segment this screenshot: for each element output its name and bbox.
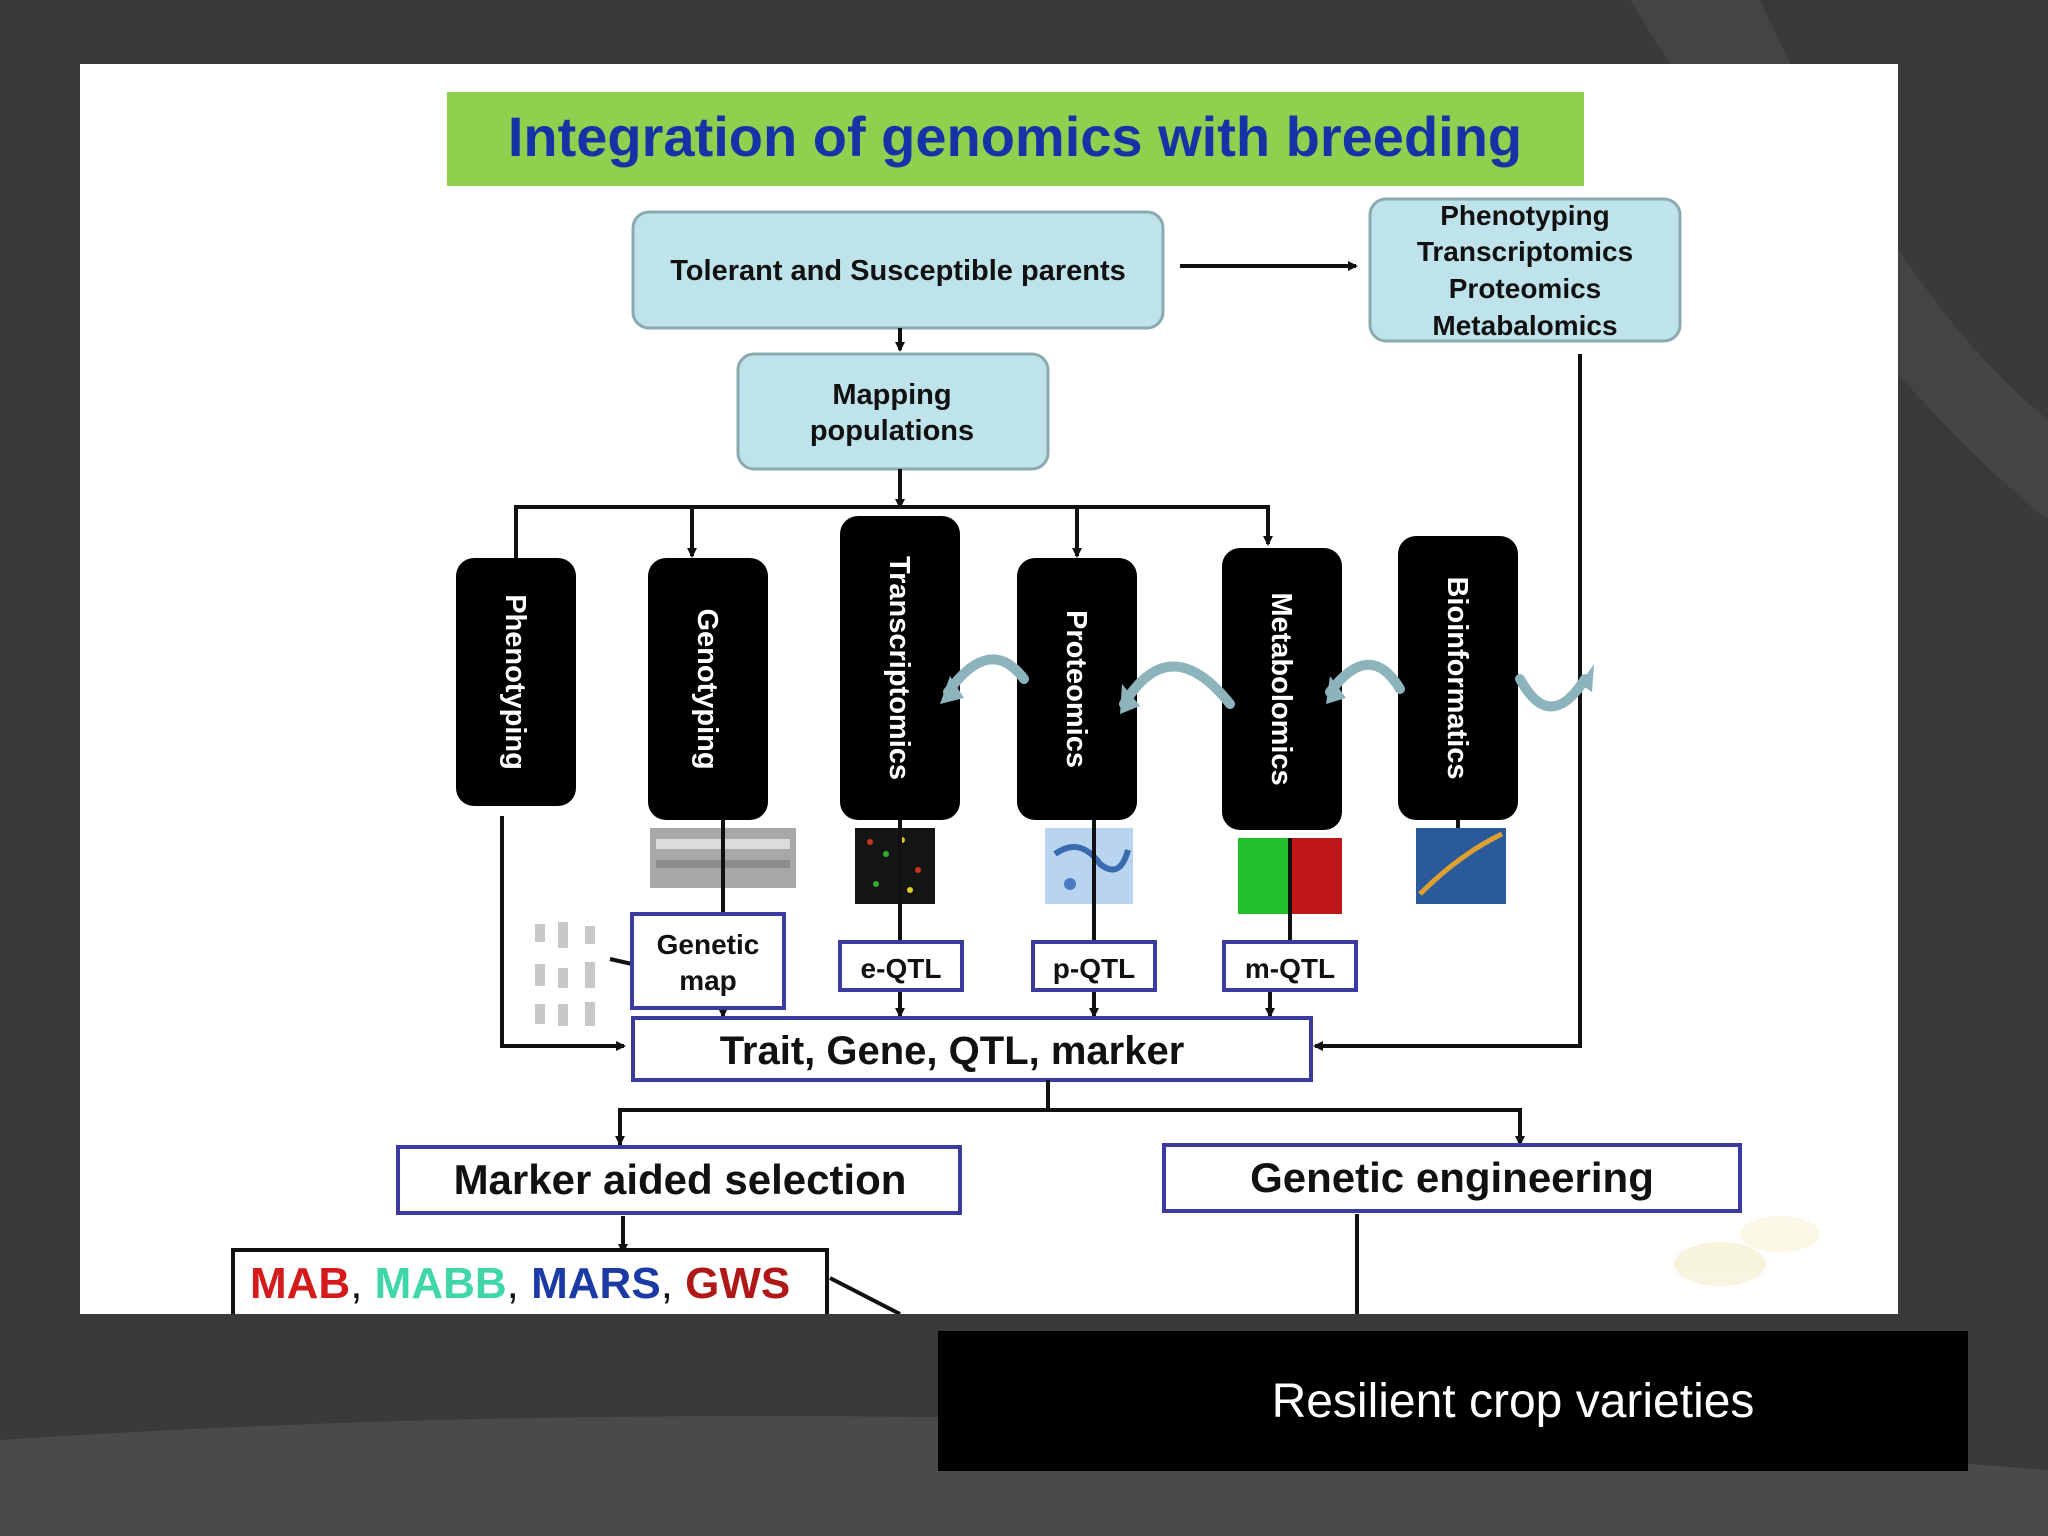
mqtl-label: m-QTL — [1245, 953, 1335, 984]
mas-box — [396, 1145, 962, 1215]
mapping-box — [736, 352, 1050, 471]
genetic-map-box — [630, 912, 786, 1010]
marker-bands-image — [535, 922, 595, 1026]
method-mabb: MABB — [375, 1259, 507, 1308]
column-label-bioinformatics: Bioinformatics — [1441, 576, 1473, 779]
pqtl-label: p-QTL — [1053, 953, 1135, 984]
mid-connectors — [500, 816, 1460, 1051]
slide-panel: Integration of genomics with breeding To… — [80, 64, 1898, 1314]
caption-box: Resilient crop varieties — [938, 1331, 1968, 1471]
mapping-line-2: populations — [810, 415, 974, 447]
methods-label: MAB, MABB, MARS, GWS — [250, 1259, 790, 1308]
title-banner — [447, 92, 1584, 186]
grain-illustration — [1674, 1216, 1820, 1286]
ge-label: Genetic engineering — [1250, 1154, 1654, 1201]
pqtl-box — [1031, 940, 1157, 992]
diagram: Integration of genomics with breeding To… — [231, 92, 1820, 1314]
curved-arrows — [943, 654, 1590, 712]
genetic-map-line-1: Genetic — [657, 929, 760, 960]
column-label-genotyping: Genotyping — [691, 608, 723, 769]
mas-label: Marker aided selection — [454, 1156, 907, 1203]
method-sep-1: , — [350, 1259, 362, 1308]
method-mars: MARS — [531, 1259, 661, 1308]
eqtl-box — [838, 940, 964, 992]
metabolite-heatmap-image — [1238, 838, 1342, 914]
protein-gel-image — [1045, 828, 1133, 904]
method-gws: GWS — [685, 1259, 790, 1308]
omics-box — [1368, 197, 1682, 343]
diagram-title: Integration of genomics with breeding — [508, 105, 1522, 168]
column-label-phenotyping: Phenotyping — [499, 594, 531, 770]
top-connectors — [514, 261, 1582, 1051]
column-genotyping: Genotyping — [648, 558, 768, 820]
microarray-image — [855, 828, 935, 904]
mapping-line-1: Mapping — [832, 379, 951, 411]
column-proteomics: Proteomics — [1017, 558, 1137, 820]
omics-line-3: Proteomics — [1449, 273, 1602, 304]
trait-box — [631, 1016, 1313, 1082]
column-transcriptomics: Transcriptomics — [840, 516, 960, 820]
column-label-metabolomics: Metabolomics — [1265, 592, 1297, 785]
curved-arrow-heads — [940, 664, 1594, 714]
bottom-connectors — [615, 1080, 1525, 1314]
bioinformatics-image — [1416, 828, 1506, 904]
method-sep-3: , — [661, 1259, 673, 1308]
ge-box — [1162, 1143, 1742, 1213]
column-label-transcriptomics: Transcriptomics — [883, 556, 915, 780]
parents-label: Tolerant and Susceptible parents — [670, 255, 1126, 287]
column-label-proteomics: Proteomics — [1060, 610, 1092, 768]
omics-line-2: Transcriptomics — [1417, 236, 1633, 267]
mqtl-box — [1222, 940, 1358, 992]
method-mab: MAB — [250, 1259, 350, 1308]
column-phenotyping: Phenotyping — [456, 558, 576, 806]
methods-box — [231, 1248, 829, 1314]
eqtl-label: e-QTL — [861, 953, 942, 984]
caption-text: Resilient crop varieties — [1271, 1374, 1755, 1428]
omics-line-4: Metabalomics — [1432, 310, 1617, 341]
method-sep-2: , — [507, 1259, 519, 1308]
genetic-map-line-2: map — [679, 965, 737, 996]
omics-line-1: Phenotyping — [1440, 200, 1610, 231]
column-bioinformatics: Bioinformatics — [1398, 536, 1518, 820]
trait-label: Trait, Gene, QTL, marker — [720, 1029, 1185, 1073]
column-metabolomics: Metabolomics — [1222, 548, 1342, 830]
